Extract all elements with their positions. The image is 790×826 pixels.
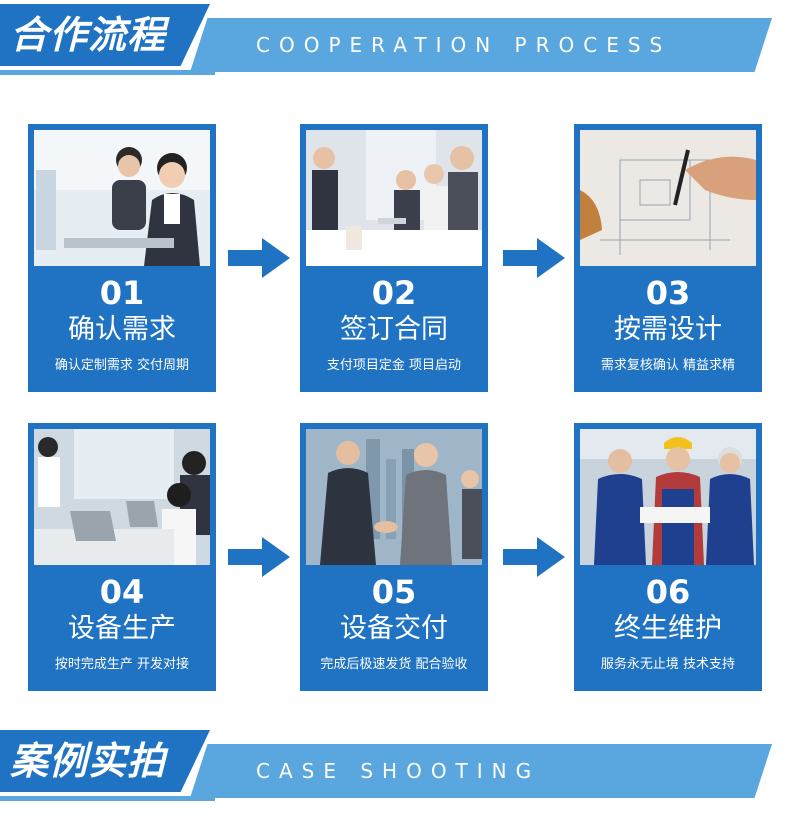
office-team-photo-icon	[34, 429, 210, 565]
blueprint-design-photo-icon	[580, 130, 756, 266]
step-number: 04	[99, 573, 145, 611]
step-number: 06	[645, 573, 691, 611]
step-number: 03	[645, 274, 691, 312]
step-title: 按需设计	[614, 314, 722, 345]
step-card-06: 06 终生维护 服务永无止境 技术支持	[574, 423, 762, 691]
section-title-cn: 案例实拍	[10, 739, 167, 783]
step-title: 设备交付	[340, 613, 448, 644]
step-card-04: 04 设备生产 按时完成生产 开发对接	[28, 423, 216, 691]
step-card-05: 05 设备交付 完成后极速发货 配合验收	[300, 423, 488, 691]
header-label-box	[0, 730, 210, 792]
step-title: 终生维护	[614, 613, 722, 644]
step-title: 设备生产	[68, 613, 176, 644]
step-card-03: 03 按需设计 需求复核确认 精益求精	[574, 124, 762, 392]
header-label-box	[0, 4, 210, 66]
step-number: 01	[99, 274, 145, 312]
step-number: 02	[371, 274, 417, 312]
step-subtitle: 服务永无止境 技术支持	[600, 657, 736, 672]
customer-service-photo-icon	[34, 130, 210, 266]
arrow-right-icon	[228, 537, 290, 577]
header-band	[190, 18, 772, 72]
step-subtitle: 按时完成生产 开发对接	[54, 657, 190, 672]
section-header-process: 合作流程 COOPERATION PROCESS	[0, 0, 790, 80]
section-title-en: CASE SHOOTING	[256, 759, 541, 783]
step-card-01: 01 确认需求 确认定制需求 交付周期	[28, 124, 216, 392]
section-header-cases: 案例实拍 CASE SHOOTING	[0, 726, 790, 806]
step-card-02: 02 签订合同 支付项目定金 项目启动	[300, 124, 488, 392]
arrow-right-icon	[228, 238, 290, 278]
step-subtitle: 完成后极速发货 配合验收	[320, 657, 468, 672]
arrow-right-icon	[503, 537, 565, 577]
header-underline	[0, 796, 215, 801]
header-underline	[0, 70, 215, 75]
handshake-photo-icon	[306, 429, 482, 565]
step-title: 确认需求	[68, 314, 176, 345]
factory-workers-photo-icon	[580, 429, 756, 565]
step-subtitle: 确认定制需求 交付周期	[54, 358, 190, 373]
step-subtitle: 需求复核确认 精益求精	[600, 358, 736, 373]
header-band	[190, 744, 772, 798]
arrow-right-icon	[503, 238, 565, 278]
step-subtitle: 支付项目定金 项目启动	[326, 358, 462, 373]
step-number: 05	[371, 573, 417, 611]
section-title-cn: 合作流程	[10, 13, 167, 57]
business-meeting-photo-icon	[306, 130, 482, 266]
step-title: 签订合同	[340, 314, 448, 345]
section-title-en: COOPERATION PROCESS	[256, 33, 672, 57]
